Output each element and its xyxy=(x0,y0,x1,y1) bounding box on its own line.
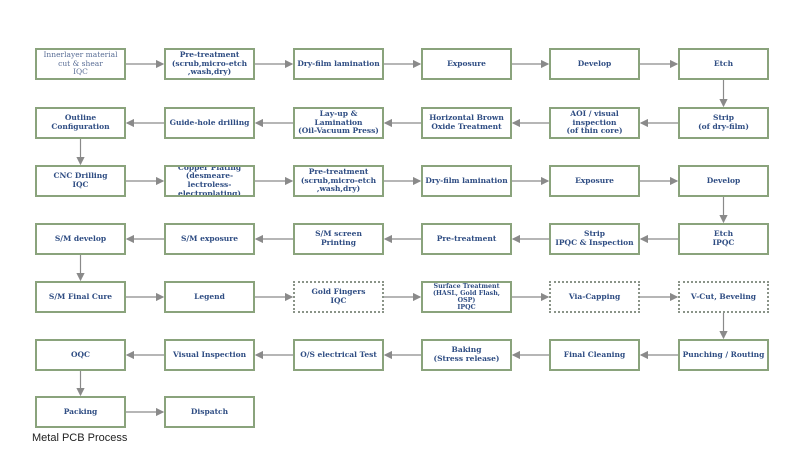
step-etch: Etch xyxy=(678,48,769,80)
step-develop: Develop xyxy=(549,48,640,80)
step-final-cleaning: Final Cleaning xyxy=(549,339,640,371)
step-brown-oxide: Horizontal Brown Oxide Treatment xyxy=(421,107,512,139)
step-strip-ipqc: Strip IPQC & Inspection xyxy=(549,223,640,255)
step-punching-routing: Punching / Routing xyxy=(678,339,769,371)
step-dispatch: Dispatch xyxy=(164,396,255,428)
step-surface-treatment: Surface Treatment (HASL, Gold Flash, OSP… xyxy=(421,281,512,313)
step-baking: Baking (Stress release) xyxy=(421,339,512,371)
step-packing: Packing xyxy=(35,396,126,428)
step-oqc: OQC xyxy=(35,339,126,371)
step-cnc-drilling: CNC Drilling IQC xyxy=(35,165,126,197)
step-os-electrical-test: O/S electrical Test xyxy=(293,339,384,371)
step-via-capping: Via-Capping xyxy=(549,281,640,313)
step-sm-exposure: S/M exposure xyxy=(164,223,255,255)
step-dry-film-lamination: Dry-film lamination xyxy=(293,48,384,80)
step-dry-film-lamination-2: Dry-film lamination xyxy=(421,165,512,197)
step-strip: Strip (of dry-film) xyxy=(678,107,769,139)
step-develop-2: Develop xyxy=(678,165,769,197)
step-v-cut-beveling: V-Cut, Beveling xyxy=(678,281,769,313)
step-guide-hole-drilling: Guide-hole drilling xyxy=(164,107,255,139)
step-exposure-2: Exposure xyxy=(549,165,640,197)
step-sm-screen-printing: S/M screen Printing xyxy=(293,223,384,255)
step-sm-final-cure: S/M Final Cure xyxy=(35,281,126,313)
step-outline-configuration: Outline Configuration xyxy=(35,107,126,139)
step-pre-treatment: Pre-treatment (scrub,micro-etch ,wash,dr… xyxy=(164,48,255,80)
diagram-caption: Metal PCB Process xyxy=(32,432,128,444)
step-sm-develop: S/M develop xyxy=(35,223,126,255)
step-gold-fingers: Gold Fingers IQC xyxy=(293,281,384,313)
step-aoi-visual-inspection: AOI / visual inspection (of thin core) xyxy=(549,107,640,139)
step-layup-lamination: Lay-up & Lamination (Oil-Vacuum Press) xyxy=(293,107,384,139)
step-innerlayer-material: Innerlayer material cut & shear IQC xyxy=(35,48,126,80)
step-visual-inspection: Visual Inspection xyxy=(164,339,255,371)
step-copper-plating: Copper Plating (desmeare-lectroless- ele… xyxy=(164,165,255,197)
step-pre-treatment-2: Pre-treatment (scrub,micro-etch ,wash,dr… xyxy=(293,165,384,197)
step-exposure: Exposure xyxy=(421,48,512,80)
step-pre-treatment-3: Pre-treatment xyxy=(421,223,512,255)
step-legend: Legend xyxy=(164,281,255,313)
step-etch-ipqc: Etch IPQC xyxy=(678,223,769,255)
